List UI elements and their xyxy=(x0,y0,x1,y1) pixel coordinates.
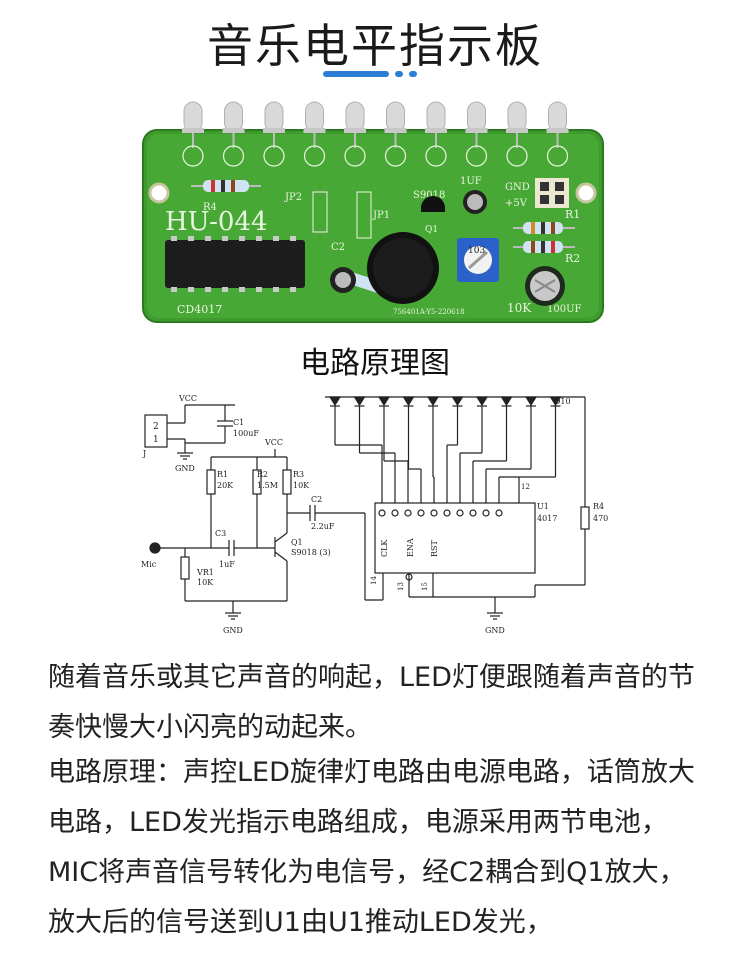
pcb-serial-label: 756401A-Y5-220618 xyxy=(393,308,465,316)
pin13-label: 13 xyxy=(397,582,405,591)
capacitor-c2 xyxy=(330,267,356,293)
led-7 xyxy=(425,101,447,167)
r4-label: R4 xyxy=(593,502,604,511)
resistor-r4 xyxy=(191,180,261,192)
transistor-q1 xyxy=(421,196,445,208)
j-pin1: 1 xyxy=(153,435,159,445)
schematic-led-9 xyxy=(482,396,538,517)
q1-label: Q1 xyxy=(291,538,303,547)
pcb-r1-label: R1 xyxy=(565,208,580,221)
d10-label: D10 xyxy=(554,397,571,406)
capacitor-100uf xyxy=(525,266,565,306)
j-label: J xyxy=(142,449,146,458)
led-4 xyxy=(303,101,326,167)
c2-label: C2 xyxy=(311,495,322,504)
j-pin2: 2 xyxy=(153,422,159,432)
gnd-label-1: GND xyxy=(175,464,195,473)
schematic-led-2 xyxy=(353,396,399,517)
pcb-gnd-label: GND xyxy=(505,182,530,193)
vr1-label: VR1 xyxy=(196,568,214,577)
schematic-led-8 xyxy=(469,396,513,517)
pot-code-label: 103 xyxy=(468,246,485,256)
principle-paragraph: 电路原理：声控LED旋律灯电路由电源电路，话筒放大电路，LED发光指示电路组成，… xyxy=(48,757,695,938)
connector-j xyxy=(144,414,168,448)
ic-u1 xyxy=(374,502,536,574)
gnd-label-3: GND xyxy=(485,626,505,635)
capacitor-1uf xyxy=(463,190,487,214)
pcb-r4-label: R4 xyxy=(203,202,217,213)
schematic-led-1 xyxy=(328,396,386,517)
vcc-label-2: VCC xyxy=(264,438,283,447)
rst-label: RST xyxy=(430,539,439,557)
pin12-label: 12 xyxy=(521,483,530,491)
u1-value: 4017 xyxy=(537,514,557,523)
led-6 xyxy=(384,101,407,167)
resistor-r2 xyxy=(513,241,575,253)
power-header xyxy=(535,178,569,208)
pcb-c2-label: C2 xyxy=(331,242,345,253)
r4-value: 470 xyxy=(593,514,608,523)
schematic-led-5 xyxy=(426,396,440,517)
gnd-label-2: GND xyxy=(223,626,243,635)
schematic-title: 电路原理图 xyxy=(300,346,450,381)
circuit-schematic: 2 1 J VCC GND C1 100uF VCC R1 20K R2 1.5… xyxy=(135,385,608,645)
q1-value: S9018 (3) xyxy=(291,548,331,557)
potentiometer: 103 xyxy=(457,238,499,282)
pcb-model-label: HU-044 xyxy=(165,207,268,237)
r2-label: R2 xyxy=(257,470,268,479)
vr1-value: 10K xyxy=(197,578,214,587)
c3-label: C3 xyxy=(215,529,226,538)
pcb-r2-label: R2 xyxy=(565,252,580,265)
pcb-1uf-label: 1UF xyxy=(460,176,482,187)
r1-value: 20K xyxy=(217,481,234,490)
resistor-jp2 xyxy=(312,191,372,239)
c1-value: 100uF xyxy=(233,429,259,438)
led-3 xyxy=(263,101,285,167)
schematic-led-4 xyxy=(402,396,425,517)
pcb-5v-label: +5V xyxy=(505,198,528,209)
mic-label: Mic xyxy=(141,560,157,569)
pcb-s9018-label: S9018 xyxy=(413,190,445,201)
intro-paragraph: 随着音乐或其它声音的响起，LED灯便跟随着声音的节奏快慢大小闪亮的动起来。 xyxy=(48,662,695,743)
pcb-jp1-label: JP1 xyxy=(372,210,390,221)
c1-label: C1 xyxy=(233,418,244,427)
r3-label: R3 xyxy=(293,470,304,479)
c3-value: 1uF xyxy=(219,560,235,569)
vcc-label-1: VCC xyxy=(178,394,197,403)
pcb-100uf-label: 100UF xyxy=(547,304,582,315)
clk-label: CLK xyxy=(380,539,389,557)
r2-value: 1.5M xyxy=(257,481,278,490)
resistor-r1 xyxy=(513,222,575,234)
led-5 xyxy=(344,101,366,167)
schematic-led-7 xyxy=(456,396,489,517)
r1-label: R1 xyxy=(217,470,228,479)
pin15-label: 15 xyxy=(421,582,429,591)
c2-value: 2.2uF xyxy=(311,522,335,531)
led-9 xyxy=(506,101,528,167)
page-title: 音乐电平指示板 xyxy=(207,19,543,73)
pcb-q1-label: Q1 xyxy=(425,225,438,235)
led-2 xyxy=(222,101,245,167)
led-10 xyxy=(546,101,569,167)
pcb-chip-label: CD4017 xyxy=(177,303,222,316)
r3-value: 10K xyxy=(293,481,310,490)
pcb-10k-label: 10K xyxy=(507,301,532,315)
led-8 xyxy=(465,101,488,167)
schematic-led-array xyxy=(328,396,562,517)
pcb-jp2-label: JP2 xyxy=(284,192,302,203)
schematic-led-10 xyxy=(495,396,562,517)
pin14-label: 14 xyxy=(370,576,378,585)
ic-chip xyxy=(165,240,305,288)
led-row xyxy=(182,101,569,167)
ena-label: ENA xyxy=(406,538,415,557)
u1-label: U1 xyxy=(537,502,549,511)
pcb-photo: HU-044 CD4017 R4 JP2 JP1 C2 S9018 1UF Q1… xyxy=(135,90,610,330)
led-1 xyxy=(182,101,204,167)
